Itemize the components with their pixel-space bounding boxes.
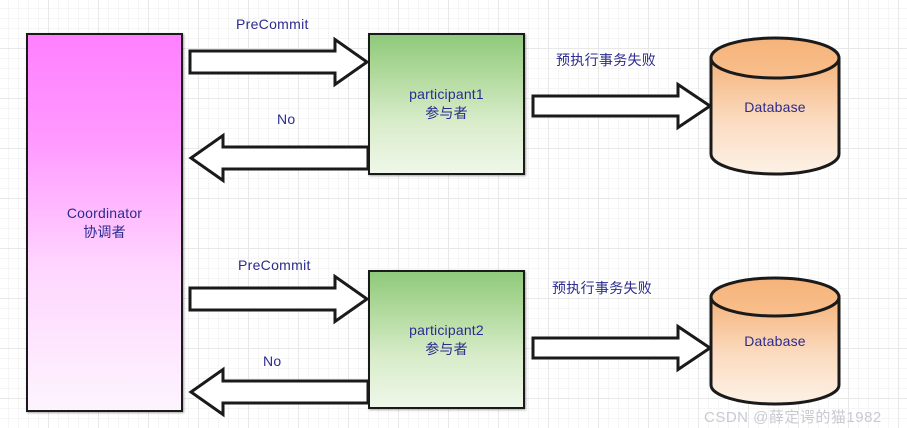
block-arrow-left-shape <box>188 132 370 184</box>
arrow-exec-1[interactable] <box>531 81 713 131</box>
label-precommit-2: PreCommit <box>238 257 311 273</box>
coordinator-subtitle: 协调者 <box>83 223 126 240</box>
node-participant2[interactable]: participant2 参与者 <box>368 270 525 409</box>
node-participant1[interactable]: participant1 参与者 <box>368 33 525 175</box>
block-arrow-right-shape <box>188 36 370 88</box>
participant2-title: participant2 <box>409 321 484 338</box>
arrow-precommit-1[interactable] <box>188 36 370 88</box>
node-database1[interactable]: Database <box>708 35 842 177</box>
database2-label: Database <box>744 333 806 349</box>
label-no-1: No <box>277 111 296 127</box>
block-arrow-right-shape <box>531 81 713 131</box>
participant1-title: participant1 <box>409 86 484 102</box>
database-cylinder-shape <box>709 276 841 406</box>
database-cylinder-shape <box>709 36 841 176</box>
block-arrow-right-shape <box>531 323 713 373</box>
label-exec-1: 预执行事务失败 <box>556 52 657 68</box>
arrow-no-1[interactable] <box>188 132 370 184</box>
node-coordinator[interactable]: Coordinator 协调者 <box>26 33 183 412</box>
node-database2[interactable]: Database <box>708 275 842 407</box>
database1-label: Database <box>744 99 806 115</box>
label-precommit-1: PreCommit <box>236 16 309 32</box>
watermark: CSDN @薛定谔的猫1982 <box>704 409 882 426</box>
participant2-subtitle: 参与者 <box>425 340 468 357</box>
label-exec-2: 预执行事务失败 <box>552 280 653 296</box>
participant1-subtitle: 参与者 <box>425 105 468 121</box>
label-no-2: No <box>263 353 282 369</box>
block-arrow-right-shape <box>188 273 370 325</box>
coordinator-title: Coordinator <box>66 204 143 221</box>
arrow-exec-2[interactable] <box>531 323 713 373</box>
arrow-precommit-2[interactable] <box>188 273 370 325</box>
block-arrow-left-shape <box>188 366 370 418</box>
arrow-no-2[interactable] <box>188 366 370 418</box>
